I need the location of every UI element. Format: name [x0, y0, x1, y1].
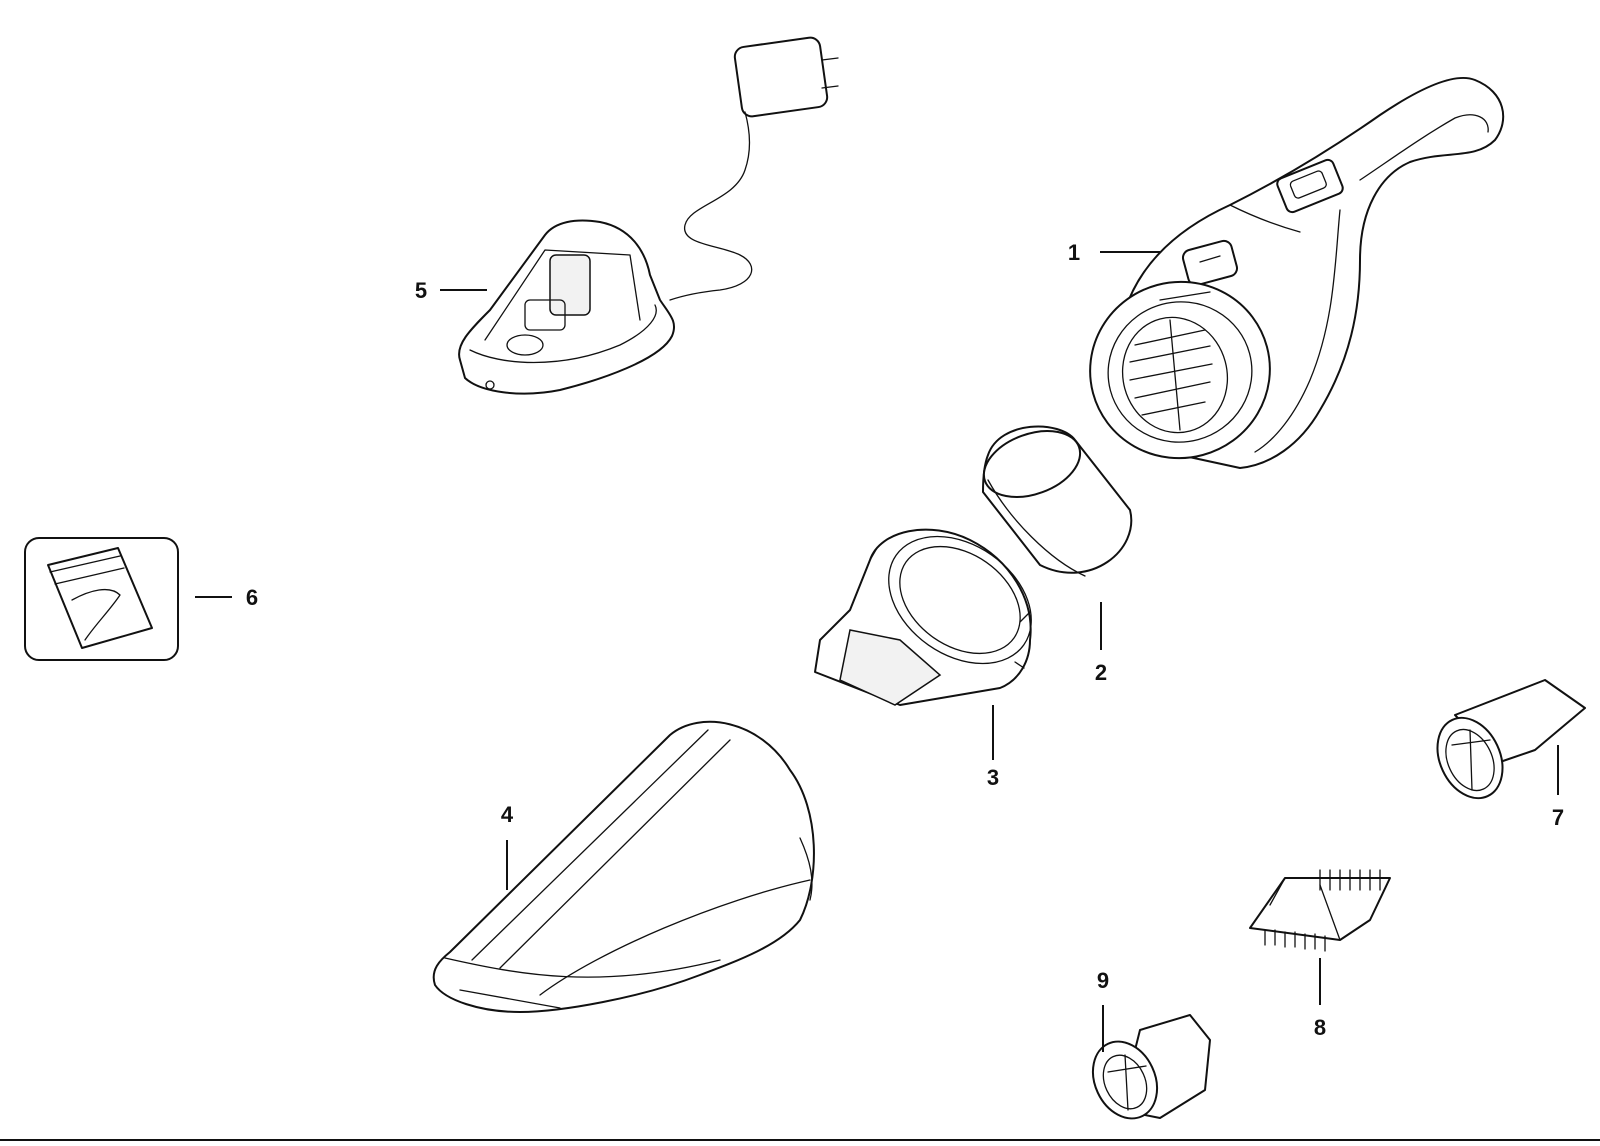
part-7-crevice-tool [1436, 679, 1586, 800]
callout-1: 1 [1068, 240, 1160, 265]
callout-5: 5 [415, 278, 487, 303]
callout-9: 9 [1097, 968, 1109, 1052]
callout-8: 8 [1314, 958, 1326, 1040]
callout-3-label: 3 [987, 765, 999, 790]
callout-2-label: 2 [1095, 660, 1107, 685]
callout-6-label: 6 [246, 585, 258, 610]
callout-4-label: 4 [501, 802, 514, 827]
part-9-adapter-nozzle [1091, 1014, 1211, 1120]
callout-7-label: 7 [1552, 805, 1564, 830]
callout-6: 6 [195, 585, 258, 610]
part-6-accessory-bag [24, 537, 179, 661]
callout-1-label: 1 [1068, 240, 1080, 265]
part-3-filter-housing [814, 528, 1032, 706]
callout-8-label: 8 [1314, 1015, 1326, 1040]
part-4-dirt-bowl [432, 720, 815, 1013]
part-8-brush-tool [1249, 869, 1391, 952]
part-2-filter [982, 425, 1133, 577]
callout-7: 7 [1552, 745, 1564, 830]
callout-9-label: 9 [1097, 968, 1109, 993]
callout-3: 3 [987, 705, 999, 790]
part-1-vacuum-body [1089, 76, 1505, 469]
callout-5-label: 5 [415, 278, 427, 303]
callout-2: 2 [1095, 602, 1107, 685]
callout-4: 4 [501, 802, 514, 890]
part-5-charging-base [458, 36, 839, 395]
